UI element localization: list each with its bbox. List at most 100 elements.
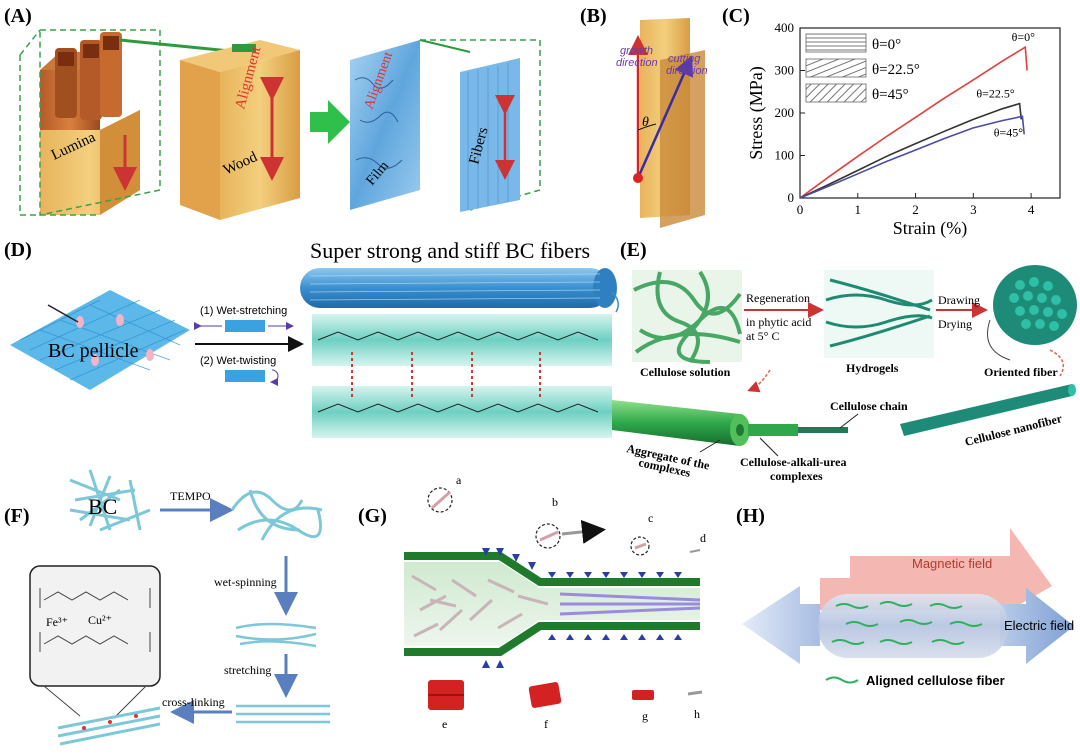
bc-fiber-title: Super strong and stiff BC fibers xyxy=(310,238,590,263)
fibers-block: Fibers xyxy=(419,39,541,212)
panel-g-tag: (G) xyxy=(358,505,387,527)
legend-swatch xyxy=(805,58,867,78)
panel-e: (E) Regeneration in phytic acid at 5° C … xyxy=(612,239,1077,483)
process-arrow-icon xyxy=(310,100,350,144)
wood-block: Alignment Wood xyxy=(180,40,300,220)
magnetic-field-arrow xyxy=(820,528,1052,610)
x-tick-label: 4 xyxy=(1028,202,1035,217)
panel-a-tag: (A) xyxy=(4,5,32,27)
g-label-a: a xyxy=(456,473,462,487)
flow-channel xyxy=(404,552,701,656)
g-label-e: e xyxy=(442,717,447,731)
y-tick-label: 200 xyxy=(775,105,795,120)
cutting-direction-label-1: cutting xyxy=(668,53,701,65)
x-tick-label: 2 xyxy=(912,202,919,217)
wet-spinning-label: wet-spinning xyxy=(214,575,277,589)
y-axis-label: Stress (MPa) xyxy=(746,66,767,160)
wet-stretching-label: (1) Wet-stretching xyxy=(200,305,287,317)
drawing-label: Drawing xyxy=(938,293,980,307)
structure-box: Fe³⁺ Cu²⁺ xyxy=(29,565,161,687)
panel-h: (H) Magnetic field Electric field Aligne… xyxy=(736,505,1074,688)
panel-c-tag: (C) xyxy=(722,5,750,27)
x-tick-label: 1 xyxy=(855,202,862,217)
aligned-fiber-label: Aligned cellulose fiber xyxy=(866,673,1005,688)
complexes-label-1: Cellulose-alkali-urea xyxy=(740,455,846,469)
x-tick-label: 3 xyxy=(970,202,977,217)
electric-field-label: Electric field xyxy=(1004,618,1074,633)
particle-shapes xyxy=(428,680,703,710)
stretched-fibers xyxy=(236,704,330,724)
stretch-rod-icon xyxy=(225,320,265,332)
bc-super-fiber xyxy=(300,268,619,313)
nanofiber-tube xyxy=(900,384,1076,436)
regeneration-label-1: Regeneration xyxy=(746,291,810,305)
series-line xyxy=(799,115,1025,199)
growth-direction-label-1: growth xyxy=(620,45,653,57)
cellulose-solution-label: Cellulose solution xyxy=(640,365,731,379)
panel-f-tag: (F) xyxy=(4,505,30,527)
x-tick-label: 0 xyxy=(797,202,804,217)
fe-label: Fe³⁺ xyxy=(46,615,68,629)
cu-label: Cu²⁺ xyxy=(88,613,112,627)
crosslinked-fibers xyxy=(57,706,161,746)
legend-label: θ=45° xyxy=(872,87,909,103)
stretching-label: stretching xyxy=(224,663,271,677)
legend-fiber-icon xyxy=(825,676,859,684)
hydrogels-label: Hydrogels xyxy=(846,361,899,375)
panel-g: (G) a b c d xyxy=(358,473,706,731)
complexes-label-2: complexes xyxy=(770,469,823,483)
g-label-h: h xyxy=(694,707,700,721)
series-end-label: θ=0° xyxy=(1012,30,1036,44)
y-tick-label: 300 xyxy=(775,63,795,78)
oriented-fiber-image xyxy=(987,265,1077,361)
film-block: Alignment Film xyxy=(350,40,420,210)
panel-b: (B) growth direction cutting direction θ xyxy=(580,5,708,228)
rotation-icons xyxy=(427,487,650,556)
aligned-fiber-lines xyxy=(831,601,983,645)
theta-label: θ xyxy=(642,115,649,130)
g-label-f: f xyxy=(544,717,548,731)
panel-a: (A) Lumina Al xyxy=(4,5,541,220)
cutting-direction-label-2: direction xyxy=(666,65,708,77)
oriented-fiber-label: Oriented fiber xyxy=(984,365,1058,379)
fiber-tube xyxy=(818,594,1008,658)
legend-swatch xyxy=(805,33,867,53)
hydrogels-image xyxy=(824,270,934,358)
legend-label: θ=22.5° xyxy=(872,62,920,78)
cellulose-solution-image xyxy=(632,270,742,364)
panel-d: (D) Super strong and stiff BC fibers BC … xyxy=(4,238,619,438)
series-end-label: θ=22.5° xyxy=(976,87,1015,101)
bc-pellicle-label: BC pellicle xyxy=(48,340,139,362)
lumina-block: Lumina xyxy=(19,29,161,216)
twist-rod-icon xyxy=(225,370,265,382)
aggregate-tube xyxy=(612,400,848,446)
tempo-label: TEMPO xyxy=(170,489,211,503)
growth-direction-label-2: direction xyxy=(616,57,658,69)
series-line xyxy=(799,45,1028,199)
cross-linking-label: cross-linking xyxy=(162,695,225,709)
g-label-c: c xyxy=(648,511,653,525)
spun-fibers xyxy=(235,622,317,648)
x-axis-label: Strain (%) xyxy=(893,218,967,239)
cellulose-chain-diagram xyxy=(312,314,612,438)
regeneration-label-2: in phytic acid xyxy=(746,315,811,329)
g-label-d: d xyxy=(700,531,706,545)
magnetic-field-label: Magnetic field xyxy=(912,556,992,571)
tempo-fibers xyxy=(230,489,323,541)
drying-label: Drying xyxy=(938,317,972,331)
panel-d-tag: (D) xyxy=(4,239,32,261)
series-end-label: θ=45° xyxy=(994,125,1024,139)
g-label-g: g xyxy=(642,709,648,723)
y-tick-label: 400 xyxy=(775,20,795,35)
wet-twisting-label: (2) Wet-twisting xyxy=(200,355,276,367)
legend-swatch xyxy=(805,83,867,103)
series-line xyxy=(799,102,1023,199)
panel-e-tag: (E) xyxy=(620,239,647,261)
y-tick-label: 0 xyxy=(788,190,795,205)
bc-pellicle: BC pellicle xyxy=(10,290,190,390)
electric-field-left-arrow xyxy=(742,586,820,664)
panel-b-tag: (B) xyxy=(580,5,607,27)
